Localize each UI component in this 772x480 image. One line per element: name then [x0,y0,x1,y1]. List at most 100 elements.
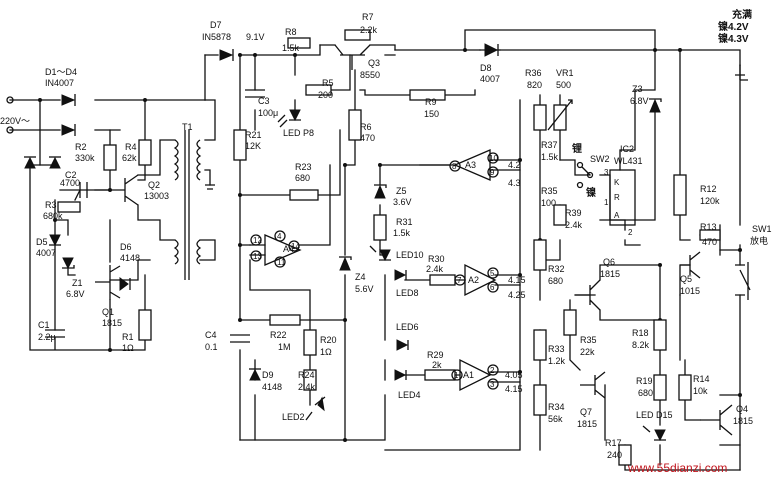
c1-ref: C1 [38,320,50,330]
led8-ref: LED8 [396,288,419,298]
a2-pin1-voltage: 4.15 [508,275,526,285]
r39-value: 2.4k [565,220,583,230]
r3-body [57,201,81,213]
nickel-label: 镍 [586,186,596,199]
svg-text:10: 10 [489,154,498,163]
q2-ref: Q2 [148,180,160,190]
r3-ref: R3 [45,200,57,210]
q1-ref: Q1 [102,307,114,317]
r19-ref: R19 [636,376,653,386]
r22-value: 1M [278,342,291,352]
r32-ref: R32 [548,264,565,274]
svg-text:8: 8 [452,162,457,171]
z4-ref: Z4 [355,272,366,282]
svg-text:3: 3 [490,380,495,389]
r14-ref: R14 [693,374,710,384]
capacitors [45,89,265,350]
ac-input-terminals [6,96,14,134]
charge-full-line3: 镍4.3V [718,32,749,45]
r22-ref: R22 [270,330,287,340]
r17-value: 240 [607,450,622,460]
d6-value: 4148 [120,253,140,263]
vr1-arrow [547,99,573,131]
transformer-t1 [173,130,215,280]
r32-value: 680 [548,276,563,286]
r9-body [409,89,446,101]
r30-ref: R30 [428,254,445,264]
rail-voltage: 9.1V [246,32,265,42]
d8-value: 4007 [480,74,500,84]
r2-value: 330k [75,153,95,163]
d8-ref: D8 [480,63,492,73]
q2-value: 13003 [144,191,169,201]
r36-ref: R36 [525,68,542,78]
r30-value: 2.4k [426,264,444,274]
a1-pin1-voltage: 4.05 [505,370,523,380]
r24-body [303,369,317,391]
a3-pin1-voltage: 4.2 [508,160,521,170]
svg-text:2: 2 [628,228,633,237]
d5-ref: D5 [36,237,48,247]
r3-value: 680k [43,211,63,221]
opamps [250,149,499,392]
svg-text:2: 2 [490,366,495,375]
q3-ref: Q3 [368,58,380,68]
ic2-tl431: K R A 3 1 2 [604,168,636,237]
c3-value: 100μ [258,108,278,118]
r20-ref: R20 [320,335,337,345]
r5-ref: R5 [322,78,334,88]
q7-value: 1815 [577,419,597,429]
r39-ref: R39 [565,208,582,218]
r30-body [429,274,456,286]
r6-ref: R6 [360,122,372,132]
q4-value: 1815 [733,416,753,426]
c2-value: 4700 [60,178,80,188]
d1-d4-ref: D1～D4 [45,67,77,77]
r29-body [424,369,456,381]
d9-value: 4148 [262,382,282,392]
d6-ref: D6 [120,242,132,252]
r13-body [699,229,721,241]
svg-text:6: 6 [490,283,495,292]
r8-value: 1.5k [282,43,300,53]
switch-sw2 [576,161,594,189]
svg-text:9: 9 [490,168,495,177]
r36-value: 820 [527,80,542,90]
led2-ref: LED2 [282,412,305,422]
a3-ref: A3 [465,160,476,170]
r4-value: 62k [122,153,137,163]
r8-ref: R8 [285,27,297,37]
r33-body [533,329,547,361]
vr1-value: 500 [556,80,571,90]
r35b-value: 22k [580,347,595,357]
r22-body [269,314,301,326]
q5-ref: Q5 [680,274,692,284]
r18-ref: R18 [632,328,649,338]
r33-ref: R33 [548,344,565,354]
r14-body [678,374,692,401]
r31-ref: R31 [396,217,413,227]
q6-value: 1815 [600,269,620,279]
r33-value: 1.2k [548,356,566,366]
r21-body [233,129,247,161]
led-d15-ref: LED D15 [636,410,673,420]
node-voltages: 4.2 4.3 4.15 4.25 4.05 4.15 [505,160,526,394]
r12-body [673,174,687,216]
r6-value: 470 [360,133,375,143]
r23-ref: R23 [295,162,312,172]
a1-ref: A1 [463,370,474,380]
q6-ref: Q6 [603,257,615,267]
r4-ref: R4 [125,142,137,152]
ic2-ref: IC2 [620,144,634,154]
r9-ref: R9 [425,97,437,107]
mode-labels: 锂 镍 充满 镍4.2V 镍4.3V [572,8,752,199]
charge-full-label: 充满 [732,8,752,21]
q5-value: 1015 [680,286,700,296]
q1-value: 1815 [102,318,122,328]
sw2-ref: SW2 [590,154,610,164]
q3-value: 8550 [360,70,380,80]
r1-value: 1Ω [122,343,134,353]
r5-body [305,84,332,96]
component-labels: R2 330k R4 62k C2 4700 R3 680k Q2 13003 … [36,12,772,460]
z1-ref: Z1 [72,278,83,288]
